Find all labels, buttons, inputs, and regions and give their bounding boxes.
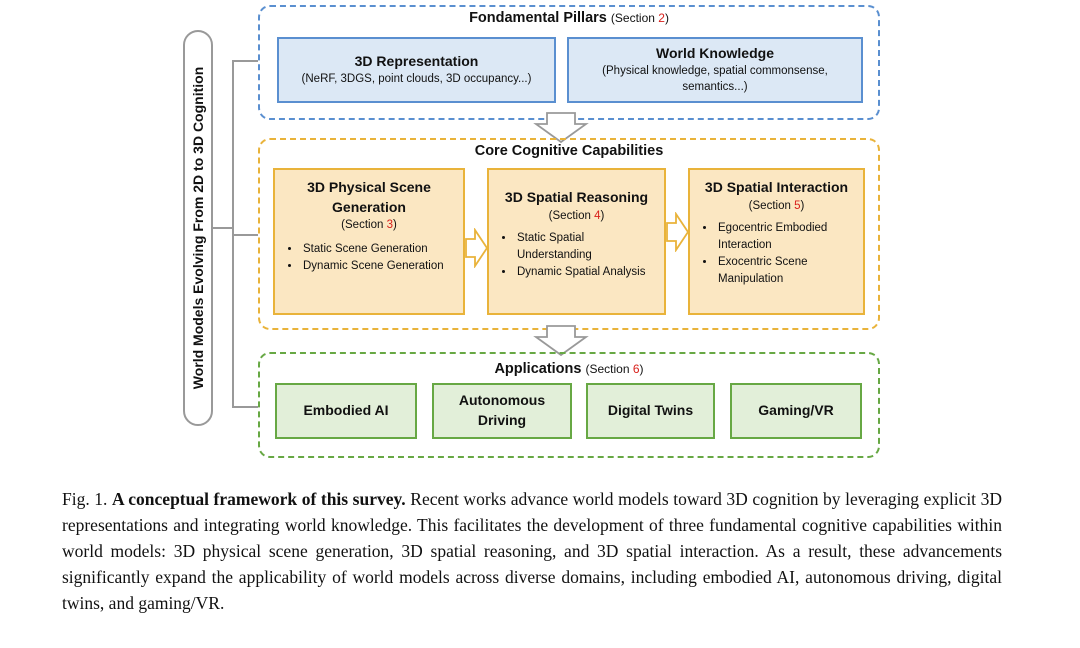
core-bullet: Static Spatial Understanding — [515, 230, 654, 265]
applications-group — [258, 352, 880, 458]
core-bullet: Exocentric Scene Manipulation — [716, 254, 853, 289]
figure-caption: Fig. 1. A conceptual framework of this s… — [62, 486, 1002, 616]
app-box-gaming-vr: Gaming/VR — [730, 383, 862, 439]
bracket-arm-core — [232, 234, 258, 236]
caption-text: Recent works advance world models toward… — [62, 489, 1003, 613]
core-bullet: Dynamic Spatial Analysis — [515, 264, 654, 281]
core-box-section: (Section 5) — [748, 199, 805, 212]
pillar-subtitle: (Physical knowledge, spatial commonsense… — [602, 64, 828, 93]
core-box-spatial-interaction: 3D Spatial Interaction (Section 5) Egoce… — [688, 168, 865, 315]
pillar-box-3d-representation: 3D Representation (NeRF, 3DGS, point clo… — [277, 37, 556, 103]
core-box-section: (Section 3) — [341, 219, 397, 232]
pillar-box-world-knowledge: World Knowledge (Physical knowledge, spa… — [567, 37, 863, 103]
core-box-spatial-reasoning: 3D Spatial Reasoning (Section 4) Static … — [487, 168, 666, 315]
caption-label: Fig. 1. — [62, 489, 108, 509]
pillar-title: 3D Representation — [354, 52, 479, 69]
bracket-arm-apps — [232, 406, 258, 408]
applications-title-text: Applications — [494, 361, 582, 377]
core-title: Core Cognitive Capabilities — [474, 143, 664, 159]
core-bullet: Egocentric Embodied Interaction — [716, 220, 853, 255]
side-label-pill: World Models Evolving From 2D to 3D Cogn… — [183, 30, 213, 426]
core-bullet: Static Scene Generation — [301, 241, 453, 258]
app-box-autonomous-driving: Autonomous Driving — [432, 383, 572, 439]
side-label: World Models Evolving From 2D to 3D Cogn… — [190, 66, 206, 390]
core-bullet: Dynamic Scene Generation — [301, 258, 453, 275]
right-arrow-1 — [465, 228, 489, 268]
core-box-title: 3D Spatial Interaction — [704, 179, 849, 195]
caption-bold: A conceptual framework of this survey. — [112, 489, 406, 509]
bracket-connector — [213, 227, 233, 229]
pillars-section: (Section 2) — [610, 11, 669, 25]
core-box-section: (Section 4) — [548, 209, 605, 222]
down-arrow-2 — [533, 325, 589, 357]
core-box-scene-generation: 3D Physical Scene Generation (Section 3)… — [273, 168, 465, 315]
applications-section: (Section 6) — [585, 362, 644, 376]
core-box-title: 3D Spatial Reasoning — [504, 189, 649, 205]
app-box-digital-twins: Digital Twins — [586, 383, 715, 439]
app-box-embodied-ai: Embodied AI — [275, 383, 417, 439]
applications-title: Applications (Section 6) — [258, 361, 880, 377]
down-arrow-1 — [533, 112, 589, 144]
core-box-title: 3D Physical Scene Generation — [307, 179, 431, 215]
bracket-arm-pillars — [232, 60, 258, 62]
pillar-title: World Knowledge — [656, 44, 774, 61]
pillars-title-text: Fondamental Pillars — [469, 10, 607, 26]
pillar-subtitle: (NeRF, 3DGS, point clouds, 3D occupancy.… — [301, 72, 532, 85]
pillars-title: Fondamental Pillars (Section 2) — [258, 10, 880, 26]
right-arrow-2 — [666, 212, 690, 252]
